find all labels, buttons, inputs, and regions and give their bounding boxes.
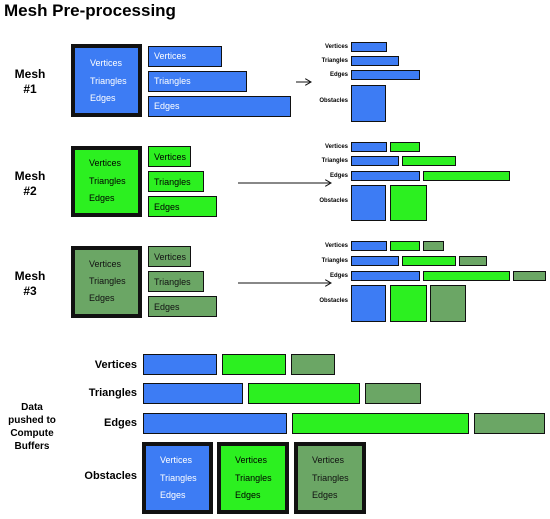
buffer-obstacles-m2-edges: Edges — [235, 490, 261, 500]
mesh-3-block — [71, 246, 142, 318]
mesh-3-packed-edges-m2 — [423, 271, 510, 281]
buffer-edges-m1 — [143, 413, 287, 434]
mesh-3-packed-obstacles-m2 — [390, 285, 427, 322]
mesh-1-block — [71, 44, 142, 117]
mesh-1-packed-edges-label: Edges — [329, 72, 348, 78]
buffer-triangles-m2 — [248, 383, 360, 404]
buffer-vertices-m1 — [143, 354, 217, 375]
buffer-triangles-m1 — [143, 383, 243, 404]
mesh-2-packed-triangles-m2 — [402, 156, 456, 166]
buffer-obstacles-m2 — [217, 442, 289, 514]
mesh-3-packed-vertices-m1 — [351, 241, 387, 251]
mesh-2-edges-bar — [148, 196, 217, 217]
mesh-3-edges-bar-label: Edges — [154, 302, 180, 312]
mesh-2-packed-vertices-m1 — [351, 142, 387, 152]
mesh-1-packed-edges — [351, 70, 420, 80]
mesh-2-edges-bar-label: Edges — [154, 202, 180, 212]
mesh-1-triangles-bar-label: Triangles — [154, 76, 191, 86]
mesh-2-label: Mesh #2 — [14, 169, 46, 198]
mesh-1-triangles-bar — [148, 71, 247, 92]
mesh-1-packed-triangles — [351, 56, 399, 66]
page-title: Mesh Pre-processing — [4, 1, 176, 20]
mesh-2-packed-edges-label: Edges — [329, 173, 348, 179]
mesh-1-edges-label: Edges — [90, 93, 116, 103]
mesh-3-packed-obstacles-label: Obstacles — [319, 298, 348, 304]
mesh-3-vertices-bar — [148, 246, 191, 267]
buffer-vertices-label: Vertices — [94, 359, 137, 371]
buffer-edges-m2 — [292, 413, 469, 434]
mesh-1-edges-bar — [148, 96, 291, 117]
mesh-2-vertices-bar — [148, 146, 191, 167]
mesh-3-packed-obstacles-m3 — [430, 285, 466, 322]
buffer-obstacles-m3-vertices: Vertices — [312, 455, 345, 465]
buffer-obstacles-m1-edges: Edges — [160, 490, 186, 500]
buffer-triangles-label: Triangles — [88, 387, 137, 399]
buffer-obstacles-m3 — [294, 442, 366, 514]
mesh-2-triangles-label: Triangles — [89, 176, 126, 186]
mesh-2-vertices-label: Vertices — [89, 158, 122, 168]
buffer-obstacles-m3-triangles: Triangles — [312, 473, 349, 483]
mesh-3-packed-edges-m1 — [351, 271, 420, 281]
mesh-1-packed-vertices — [351, 42, 387, 52]
mesh-2-packed-obstacles-m2 — [390, 185, 427, 221]
mesh-1-packed-obstacles — [351, 85, 386, 122]
mesh-3-edges-label: Edges — [89, 293, 115, 303]
mesh-2-triangles-bar — [148, 171, 204, 192]
mesh-3-edges-bar — [148, 296, 217, 317]
mesh-2-packed-edges-m1 — [351, 171, 420, 181]
mesh-1-triangles-label: Triangles — [90, 76, 127, 86]
mesh-2-packed-vertices-m2 — [390, 142, 420, 152]
compute-buffers-label: Data pushed to Compute Buffers — [8, 402, 56, 452]
buffer-edges-label: Edges — [103, 417, 137, 429]
mesh-3-packed-triangles-m2 — [402, 256, 456, 266]
mesh-3-triangles-bar-label: Triangles — [154, 277, 191, 287]
mesh-3-triangles-label: Triangles — [89, 276, 126, 286]
buffer-obstacles-m1 — [142, 442, 213, 514]
buffer-obstacles-label: Obstacles — [84, 470, 137, 482]
buffer-edges-m3 — [474, 413, 545, 434]
buffer-obstacles-m2-vertices: Vertices — [235, 455, 268, 465]
buffer-obstacles-m3-edges: Edges — [312, 490, 338, 500]
mesh-2-packed-edges-m2 — [423, 171, 510, 181]
mesh-3-vertices-label: Vertices — [89, 259, 122, 269]
mesh-3-packed-edges-label: Edges — [329, 273, 348, 279]
buffer-triangles-m3 — [365, 383, 421, 404]
mesh-3-packed-triangles-m1 — [351, 256, 399, 266]
mesh-1-packed-obstacles-label: Obstacles — [319, 98, 348, 104]
mesh-1-vertices-bar — [148, 46, 222, 67]
mesh-3-packed-triangles-label: Triangles — [321, 258, 348, 264]
mesh-3-packed-obstacles-m1 — [351, 285, 386, 322]
mesh-1-vertices-label: Vertices — [90, 58, 123, 68]
buffer-vertices-m3 — [291, 354, 335, 375]
mesh-3-packed-triangles-m3 — [459, 256, 487, 266]
buffer-obstacles-m1-vertices: Vertices — [160, 455, 193, 465]
mesh-2-packed-triangles-label: Triangles — [321, 158, 348, 164]
mesh-2-block — [71, 146, 142, 217]
mesh-1-packed-triangles-label: Triangles — [321, 58, 348, 64]
mesh-1-label: Mesh #1 — [14, 67, 46, 96]
mesh-3-packed-edges-m3 — [513, 271, 546, 281]
mesh-3-packed-vertices-label: Vertices — [324, 243, 348, 249]
mesh-1-packed-vertices-label: Vertices — [324, 44, 348, 50]
mesh-1-edges-bar-label: Edges — [154, 101, 180, 111]
buffer-obstacles-m1-triangles: Triangles — [160, 473, 197, 483]
mesh-1-vertices-bar-label: Vertices — [154, 51, 187, 61]
mesh-2-triangles-bar-label: Triangles — [154, 177, 191, 187]
mesh-3-vertices-bar-label: Vertices — [154, 252, 187, 262]
mesh-3-label: Mesh #3 — [14, 269, 46, 298]
mesh-2-vertices-bar-label: Vertices — [154, 152, 187, 162]
mesh-2-edges-label: Edges — [89, 193, 115, 203]
mesh-2-packed-obstacles-m1 — [351, 185, 386, 221]
mesh-2-packed-vertices-label: Vertices — [324, 144, 348, 150]
mesh-3-packed-vertices-m2 — [390, 241, 420, 251]
buffer-vertices-m2 — [222, 354, 286, 375]
mesh-3-packed-vertices-m3 — [423, 241, 444, 251]
mesh-2-packed-obstacles-label: Obstacles — [319, 198, 348, 204]
mesh-3-triangles-bar — [148, 271, 204, 292]
buffer-obstacles-m2-triangles: Triangles — [235, 473, 272, 483]
mesh-2-packed-triangles-m1 — [351, 156, 399, 166]
